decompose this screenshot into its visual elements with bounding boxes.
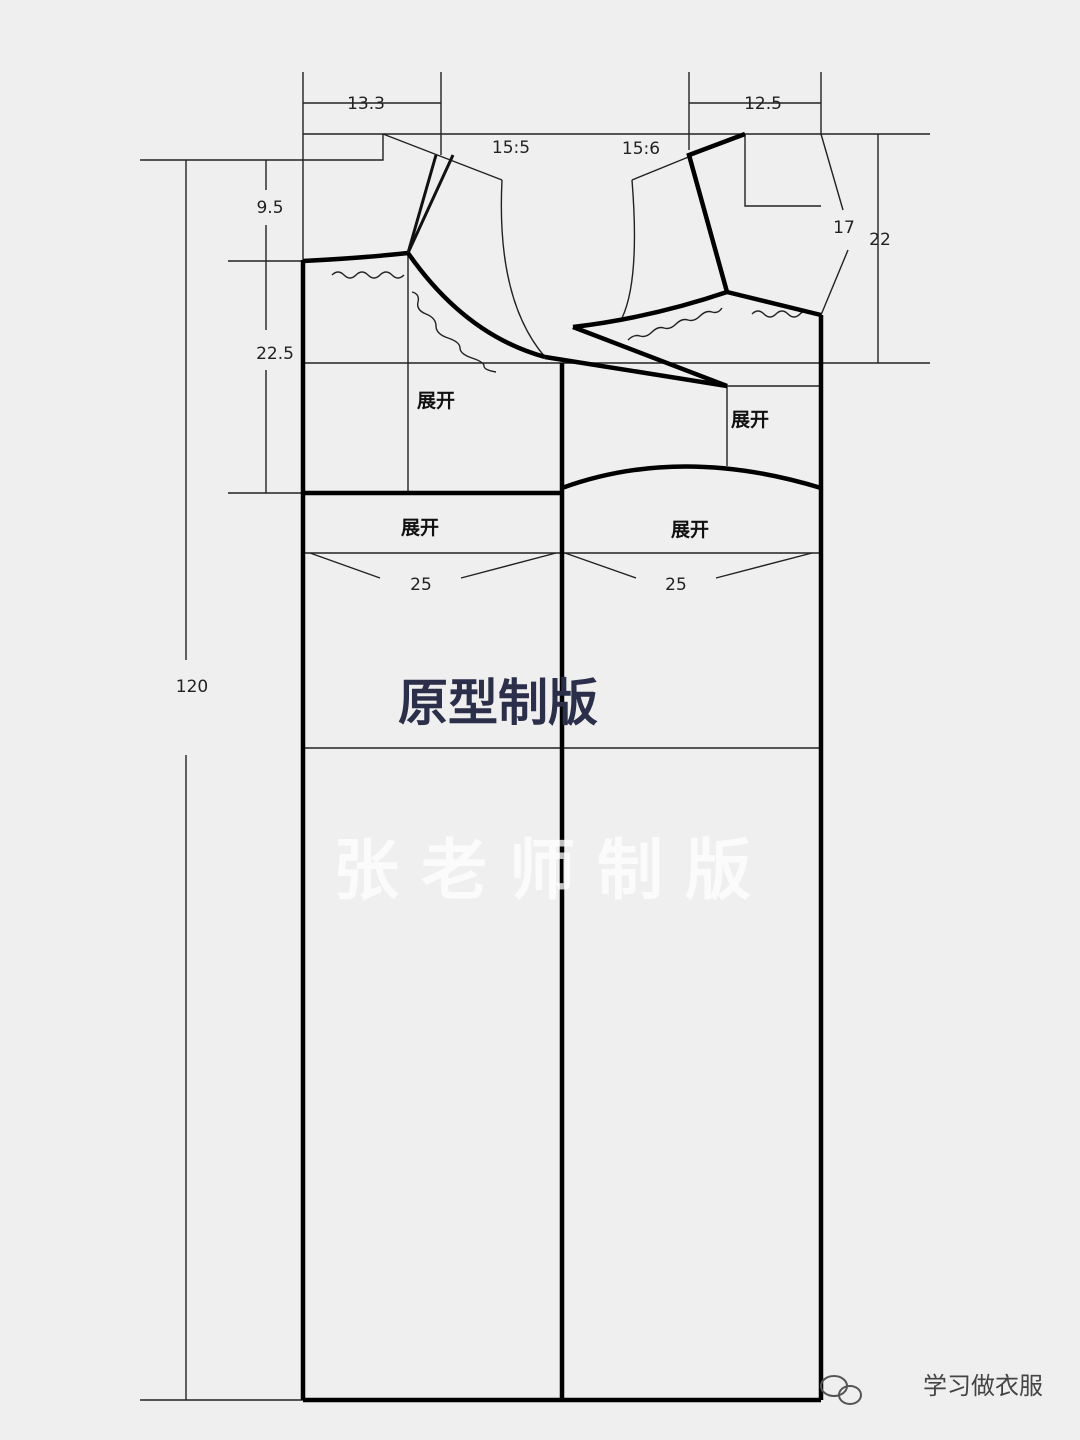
pattern-outline (300, 131, 824, 1403)
armhole-depth-label: 22.5 (256, 344, 294, 364)
back-side-22-label: 22 (869, 230, 891, 250)
diagram-title: 原型制版 (398, 674, 598, 732)
back-side-17-label: 17 (833, 218, 855, 238)
expand-label-front-upper: 展开 (417, 390, 455, 412)
front-hem-width-label: 25 (410, 575, 432, 595)
expand-label-front-lower: 展开 (401, 517, 439, 539)
front-shoulder-slope-label: 15:5 (492, 138, 530, 158)
expand-label-back-upper: 展开 (731, 409, 769, 431)
wechat-icon (820, 1375, 862, 1405)
back-neck-width-label: 12.5 (744, 94, 782, 114)
back-hem-width-label: 25 (665, 575, 687, 595)
front-neck-depth-label: 9.5 (256, 198, 283, 218)
construction-lines (140, 72, 930, 1401)
credit-text: 学习做衣服 (923, 1372, 1043, 1400)
watermark: 张老师制版 (333, 832, 773, 909)
front-neck-width-label: 13.3 (347, 94, 385, 114)
total-length-label: 120 (176, 677, 208, 697)
back-shoulder-slope-label: 15:6 (622, 139, 660, 159)
expand-label-back-lower: 展开 (671, 519, 709, 541)
